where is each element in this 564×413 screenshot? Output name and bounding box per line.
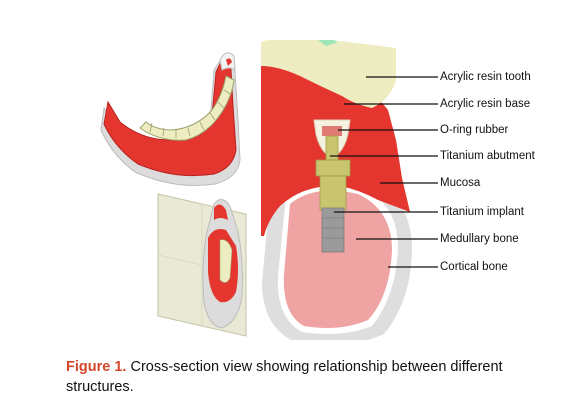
label-cortical-bone: Cortical bone	[440, 261, 508, 273]
label-medullary-bone: Medullary bone	[440, 233, 519, 245]
leader-lines	[330, 76, 438, 268]
figure-caption: Figure 1. Cross-section view showing rel…	[66, 357, 546, 397]
label-acrylic-resin-tooth: Acrylic resin tooth	[440, 71, 531, 83]
caption-text: Cross-section view showing relationship …	[66, 359, 503, 395]
label-titanium-abutment: Titanium abutment	[440, 150, 535, 162]
mandible-3d-view	[100, 52, 241, 186]
cross-section-detail	[261, 40, 416, 340]
label-o-ring-rubber: O-ring rubber	[440, 124, 509, 136]
label-titanium-implant: Titanium implant	[440, 206, 524, 218]
cross-section-plane	[157, 193, 247, 337]
label-mucosa: Mucosa	[440, 177, 481, 189]
figure-number: Figure 1.	[66, 359, 127, 375]
label-acrylic-resin-base: Acrylic resin base	[440, 98, 531, 110]
